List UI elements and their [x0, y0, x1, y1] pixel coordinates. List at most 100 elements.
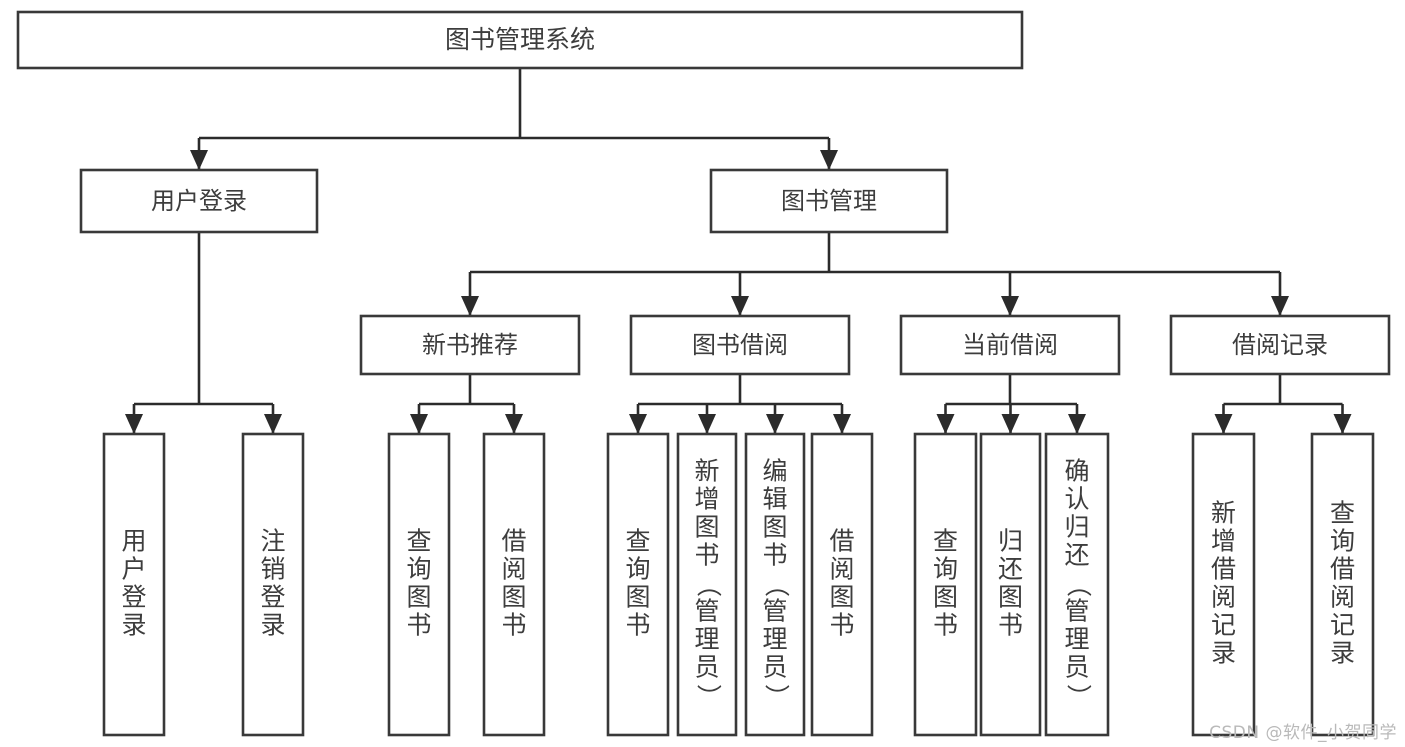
node-label-char: 图 [625, 583, 650, 612]
node-label-char: 登 [121, 583, 146, 612]
node-label-char: ） [762, 684, 791, 709]
arrow-head-icon [629, 414, 647, 434]
node-root-图书管理系统[interactable]: 图书管理系统 [16, 10, 1024, 70]
node-label-char: （ [694, 572, 723, 597]
node-label-char: 录 [1330, 639, 1355, 668]
node-label-char: 归 [998, 527, 1023, 556]
node-label-char: 理 [1064, 625, 1089, 654]
node-label-char: 新 [1211, 499, 1236, 528]
node-label: 借阅记录 [1232, 331, 1328, 359]
node-label-char: 户 [121, 555, 146, 584]
node-label-char: 图 [829, 583, 854, 612]
node-label-char: 借 [501, 527, 526, 556]
node-box [387, 432, 451, 737]
node-label-char: 管 [762, 597, 787, 626]
node-label: 用户登录 [151, 187, 247, 215]
node-label-char: 新 [694, 457, 719, 486]
node-leaf-用户登录[interactable]: 用户登录 [102, 432, 166, 737]
node-label-char: 查 [625, 527, 650, 556]
node-label-char: 销 [260, 555, 285, 584]
node-label-char: 员 [694, 653, 719, 682]
node-label-char: 借 [829, 527, 854, 556]
node-box [899, 314, 1121, 376]
node-box [709, 168, 949, 234]
node-box [744, 432, 806, 737]
node-box [241, 432, 305, 737]
node-label-char: 理 [762, 625, 787, 654]
node-label-char: 图 [694, 513, 719, 542]
node-label-char: 录 [121, 611, 146, 640]
node-label-char: 书 [829, 611, 854, 640]
arrow-head-icon [461, 296, 479, 316]
arrow-head-icon [1271, 296, 1289, 316]
node-label-char: 书 [501, 611, 526, 640]
node-label: 新书推荐 [422, 331, 518, 359]
node-label-char: 记 [1211, 611, 1236, 640]
node-label-char: 书 [625, 611, 650, 640]
arrow-head-icon [125, 414, 143, 434]
node-box [913, 432, 978, 737]
node-box [102, 432, 166, 737]
watermark-text: CSDN @软件_小贺同学 [1209, 723, 1397, 743]
node-label-char: 图 [762, 513, 787, 542]
node-label-char: 录 [1211, 639, 1236, 668]
arrow-head-icon [190, 150, 208, 170]
node-box [629, 314, 851, 376]
node-level3-图书借阅[interactable]: 图书借阅 [629, 314, 851, 376]
node-box [1169, 314, 1391, 376]
node-box [359, 314, 581, 376]
node-label-char: 登 [260, 583, 285, 612]
node-label-char: 询 [933, 555, 958, 584]
node-label-char: 查 [1330, 499, 1355, 528]
node-label-char: 询 [1330, 527, 1355, 556]
node-label-char: 询 [625, 555, 650, 584]
node-box [16, 10, 1024, 70]
node-level3-借阅记录[interactable]: 借阅记录 [1169, 314, 1391, 376]
node-label-char: 归 [1064, 513, 1089, 542]
node-label-char: 借 [1330, 555, 1355, 584]
node-level2-用户登录[interactable]: 用户登录 [79, 168, 319, 234]
node-label-char: 还 [1064, 541, 1089, 570]
arrow-head-icon [936, 414, 955, 434]
node-label: 图书管理系统 [445, 25, 595, 54]
node-label-char: 查 [933, 527, 958, 556]
node-label-char: 阅 [1211, 583, 1236, 612]
node-label-char: 辑 [762, 485, 787, 514]
node-label-char: 书 [933, 611, 958, 640]
node-level3-新书推荐[interactable]: 新书推荐 [359, 314, 581, 376]
node-label-char: 图 [406, 583, 431, 612]
node-label-char: 阅 [1330, 583, 1355, 612]
node-box [979, 432, 1042, 737]
node-label-char: 认 [1064, 485, 1089, 514]
arrow-head-icon [1001, 296, 1019, 316]
node-label-char: 录 [260, 611, 285, 640]
node-box [79, 168, 319, 234]
node-level2-图书管理[interactable]: 图书管理 [709, 168, 949, 234]
node-label: 当前借阅 [962, 331, 1058, 359]
node-level3-当前借阅[interactable]: 当前借阅 [899, 314, 1121, 376]
node-box [1310, 432, 1375, 737]
node-box [1044, 432, 1110, 737]
arrow-head-icon [1001, 414, 1020, 434]
arrow-head-icon [1214, 414, 1233, 434]
node-label-char: 书 [998, 611, 1023, 640]
arrow-head-icon [1068, 414, 1086, 434]
arrow-head-icon [698, 414, 716, 434]
node-label-char: 借 [1211, 555, 1236, 584]
node-box [676, 432, 738, 737]
node-label-char: 书 [406, 611, 431, 640]
node-label-char: 增 [694, 485, 719, 514]
